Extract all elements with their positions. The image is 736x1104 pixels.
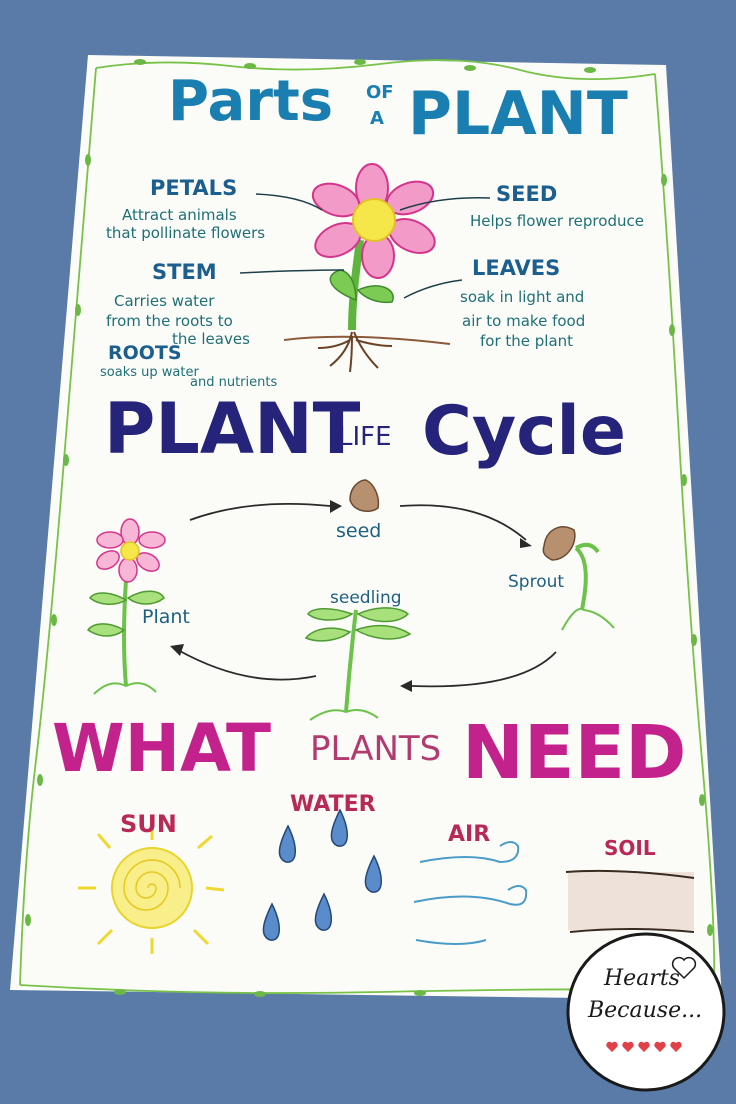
stage-sprout-label: Sprout [508,572,565,592]
stage-plant-label: Plant [142,606,190,628]
needs-title-plants: PLANTS [310,729,442,769]
logo-text-hearts: Hearts [604,966,680,991]
roots-desc-1: soaks up water [100,365,199,380]
soil-icon [565,869,695,933]
petals-label: PETALS [150,176,238,200]
needs-title-what: WHAT [52,710,272,787]
seedling-icon [304,607,412,721]
seed-icon [349,479,380,513]
roots-desc-2: and nutrients [190,375,278,390]
cycle-title-cycle: Cycle [422,392,626,471]
vine-leaves-icon [25,59,713,997]
petals-desc-2: that pollinate flowers [106,224,266,242]
stem-desc-1: Carries water [114,292,215,310]
stage-seed-label: seed [336,520,382,542]
title-a: A [370,108,384,129]
sprout-icon [542,526,615,631]
paper-sheet [10,55,722,1000]
pointer-arrows [239,193,491,299]
cycle-title-plant: PLANT [104,388,361,470]
roots-icon [317,331,393,373]
title-parts: Parts [168,69,334,134]
seed-desc: Helps flower reproduce [470,212,644,230]
needs-title-need: NEED [462,710,687,796]
leaves-desc-1: soak in light and [460,288,585,306]
leaves-desc-3: for the plant [480,332,574,350]
need-soil-label: SOIL [604,836,656,860]
stage-seedling-label: seedling [330,588,402,608]
cycle-arrows [177,502,557,688]
need-water-label: WATER [290,792,376,817]
sun-icon [78,826,225,954]
logo-badge [566,932,726,1092]
cycle-title-life: LIFE [338,422,392,452]
heart-icon [606,1041,682,1052]
title-of: OF [366,82,394,103]
roots-label: ROOTS [108,342,182,364]
flower-icon [283,163,451,373]
title-plant: PLANT [408,79,628,149]
petals-desc-1: Attract animals [122,206,237,224]
stem-desc-2: from the roots to [106,312,233,330]
need-air-label: AIR [448,822,491,847]
seed-label: SEED [496,182,558,206]
leaves-desc-2: air to make food [462,312,586,330]
wind-icon [413,841,528,945]
plant-icon [86,518,166,695]
logo-text-because: Because... [588,998,703,1023]
stem-desc-3: the leaves [172,330,250,348]
raindrop-icon [262,808,382,941]
leaves-label: LEAVES [472,256,561,280]
need-sun-label: SUN [120,810,177,838]
stem-label: STEM [152,260,217,284]
